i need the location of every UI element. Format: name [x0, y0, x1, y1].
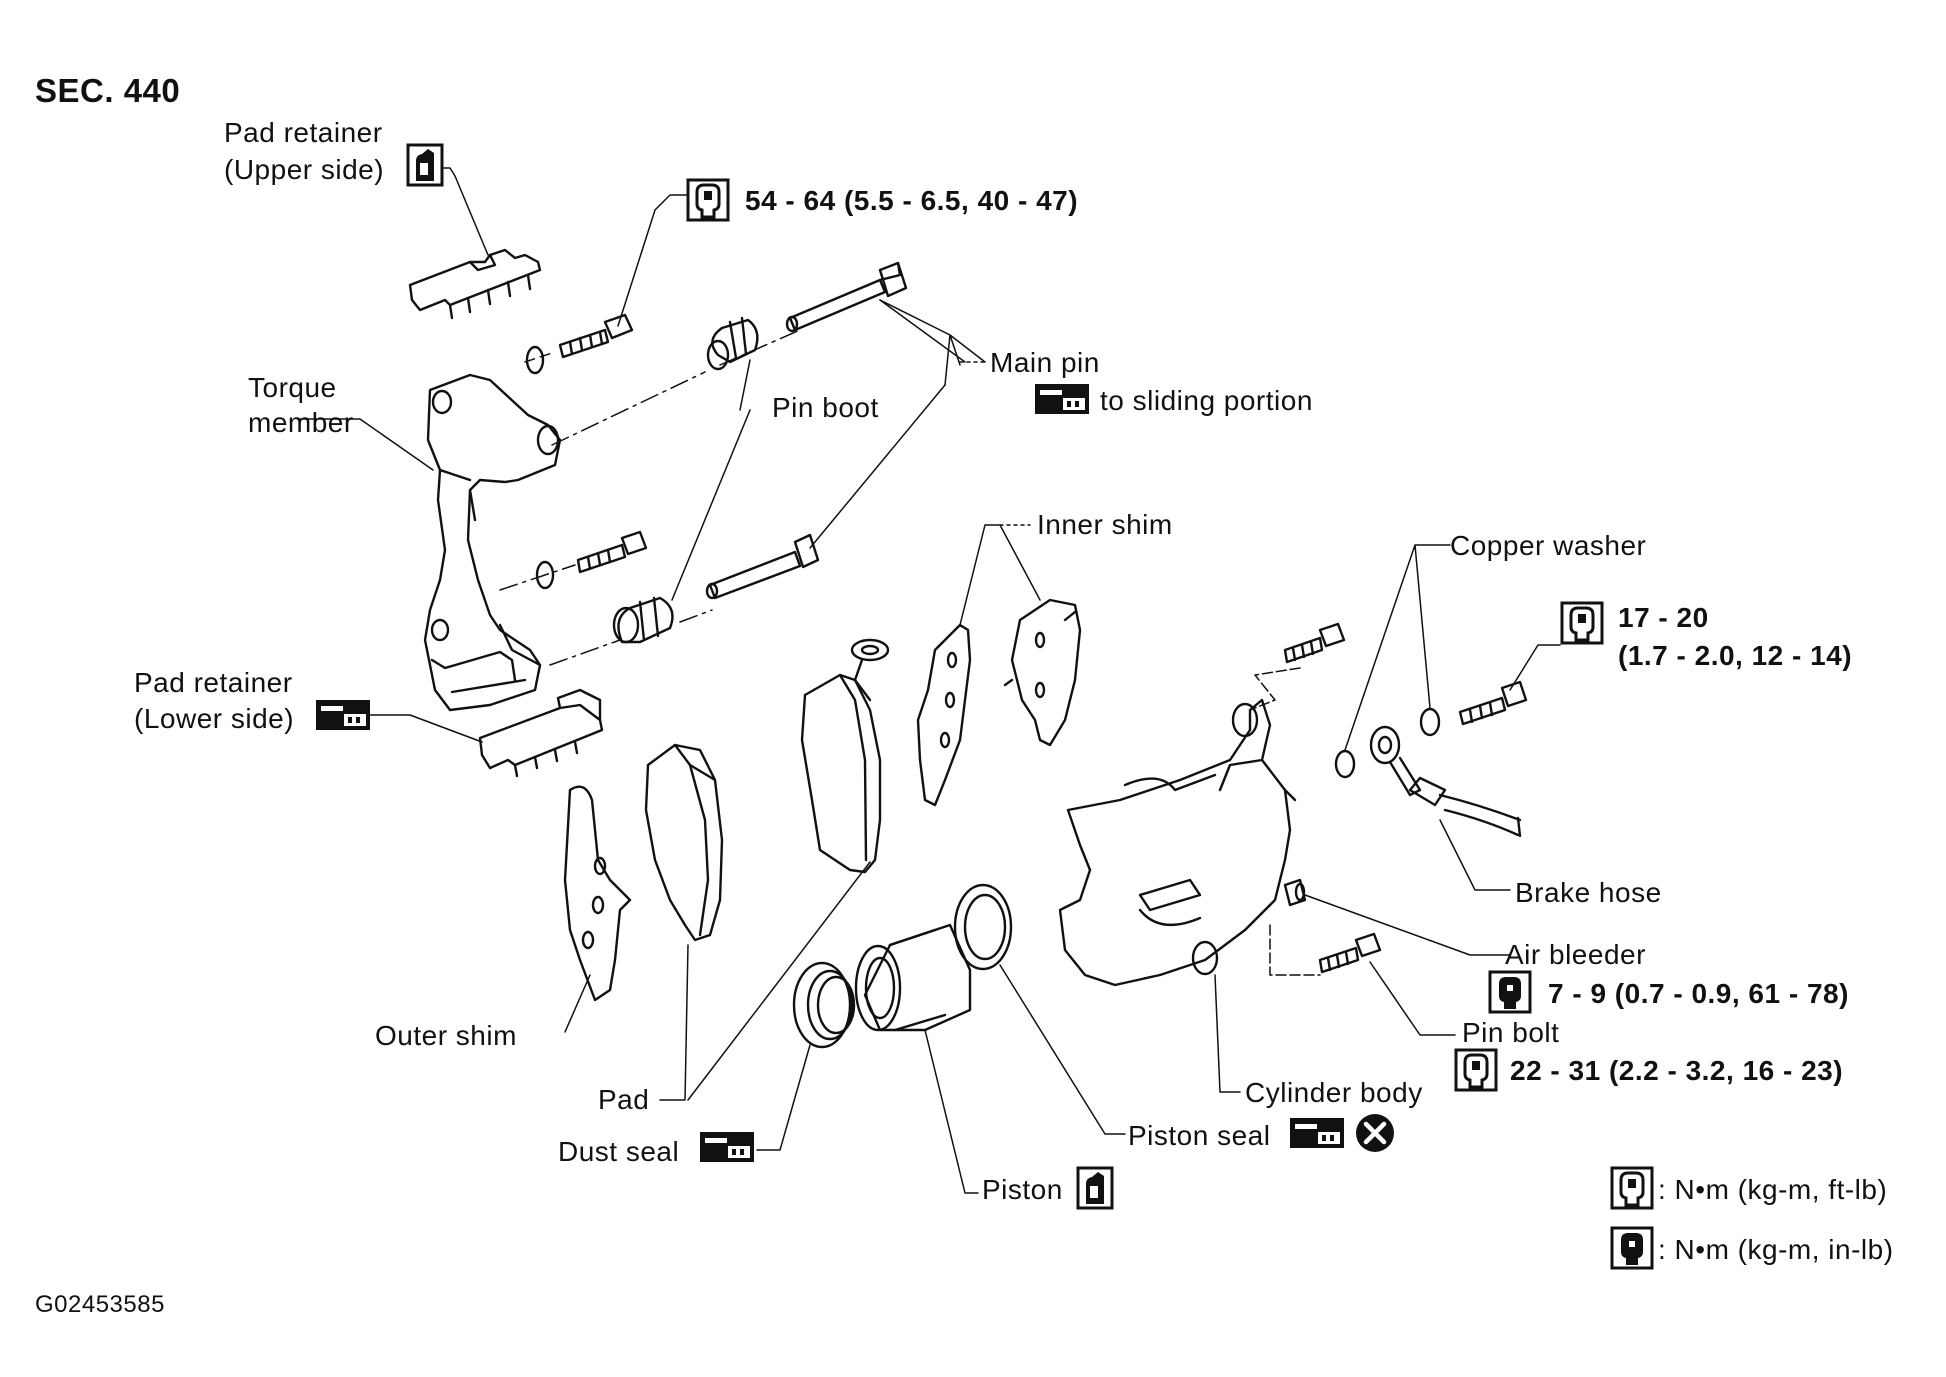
piston-part — [854, 923, 972, 1032]
pin-bolt-upper-part — [1283, 622, 1346, 664]
label-main-pin: Main pin — [990, 347, 1100, 378]
torque-wrench-icon-hose-bolt — [1560, 601, 1604, 645]
inner-shim-left-part — [916, 623, 972, 807]
label-pad-retainer-upper-1: Pad retainer — [224, 117, 383, 148]
torque-wrench-filled-icon-air-bleeder — [1488, 970, 1532, 1014]
washer-upper — [525, 345, 545, 375]
pad-retainer-upper-part — [408, 248, 542, 320]
torque-spec-hose-bolt-1: 17 - 20 — [1618, 602, 1709, 633]
pad-retainer-lower-part — [478, 688, 604, 778]
label-piston-seal: Piston seal — [1128, 1120, 1271, 1151]
pin-boot-upper-part — [706, 316, 759, 371]
label-dust-seal: Dust seal — [558, 1136, 680, 1167]
main-pin-upper-part — [785, 261, 908, 333]
torque-wrench-icon-torque-member — [686, 178, 730, 222]
label-pin-bolt: Pin bolt — [1462, 1017, 1560, 1048]
torque-member-bolt-upper — [558, 313, 634, 359]
label-pad-retainer-lower-2: (Lower side) — [134, 703, 295, 734]
dust-seal-part — [792, 961, 856, 1049]
torque-wrench-icon-pin-bolt — [1454, 1048, 1498, 1092]
label-torque-member-1: Torque — [248, 372, 337, 403]
rubber-grease-icon-piston-seal — [1290, 1118, 1344, 1148]
label-copper-washer: Copper washer — [1450, 530, 1647, 561]
label-brake-hose: Brake hose — [1515, 877, 1662, 908]
torque-wrench-icon-legend — [1610, 1166, 1654, 1210]
figure-code: G02453585 — [35, 1291, 165, 1318]
copper-washer-lower — [1334, 749, 1356, 779]
main-pin-lower-part — [705, 533, 820, 600]
torque-wrench-filled-icon-legend — [1610, 1226, 1654, 1270]
cylinder-body-part — [1058, 698, 1297, 987]
grease-icon-piston — [1076, 1166, 1114, 1210]
air-bleeder-part — [1283, 878, 1307, 907]
rubber-grease-icon-dust-seal — [700, 1132, 754, 1162]
grease-icon-pad-retainer-upper — [406, 143, 444, 187]
washer-lower — [535, 560, 555, 590]
label-pin-boot: Pin boot — [772, 392, 879, 423]
section-number: SEC. 440 — [35, 72, 181, 109]
label-main-pin-note: to sliding portion — [1100, 385, 1313, 416]
torque-member-bolt-lower — [576, 530, 648, 574]
label-air-bleeder: Air bleeder — [1505, 939, 1646, 970]
torque-spec-pin-bolt: 22 - 31 (2.2 - 3.2, 16 - 23) — [1510, 1055, 1844, 1086]
label-outer-shim: Outer shim — [375, 1020, 517, 1051]
torque-member-part — [423, 373, 562, 712]
inner-pad-part — [800, 638, 890, 874]
label-pad-retainer-lower-1: Pad retainer — [134, 667, 293, 698]
pin-boot-lower-part — [612, 596, 674, 644]
torque-spec-air-bleeder: 7 - 9 (0.7 - 0.9, 61 - 78) — [1548, 978, 1849, 1009]
brake-hose-part — [1369, 725, 1522, 838]
legend-nm-ftlb: : N•m (kg-m, ft-lb) — [1658, 1174, 1888, 1205]
rubber-grease-icon-main-pin — [1035, 384, 1089, 414]
torque-spec-hose-bolt-2: (1.7 - 2.0, 12 - 14) — [1618, 640, 1853, 671]
inner-shim-right-part — [1003, 598, 1082, 747]
label-inner-shim: Inner shim — [1037, 509, 1173, 540]
piston-seal-part — [953, 883, 1013, 971]
torque-spec-torque-member: 54 - 64 (5.5 - 6.5, 40 - 47) — [745, 185, 1079, 216]
outer-shim-part — [563, 785, 632, 1002]
copper-washer-upper — [1419, 707, 1441, 737]
label-cylinder-body: Cylinder body — [1245, 1077, 1423, 1108]
do-not-reuse-icon — [1356, 1114, 1394, 1152]
pin-bolt-lower-part — [1318, 932, 1382, 974]
label-pad: Pad — [598, 1084, 650, 1115]
label-pad-retainer-upper-2: (Upper side) — [224, 154, 385, 185]
legend-nm-inlb: : N•m (kg-m, in-lb) — [1658, 1234, 1894, 1265]
label-torque-member-2: member — [248, 407, 354, 438]
label-piston: Piston — [982, 1174, 1063, 1205]
hose-bolt-part — [1458, 680, 1528, 726]
outer-pad-part — [644, 743, 724, 942]
rubber-grease-icon-pad-retainer-lower — [316, 700, 370, 730]
